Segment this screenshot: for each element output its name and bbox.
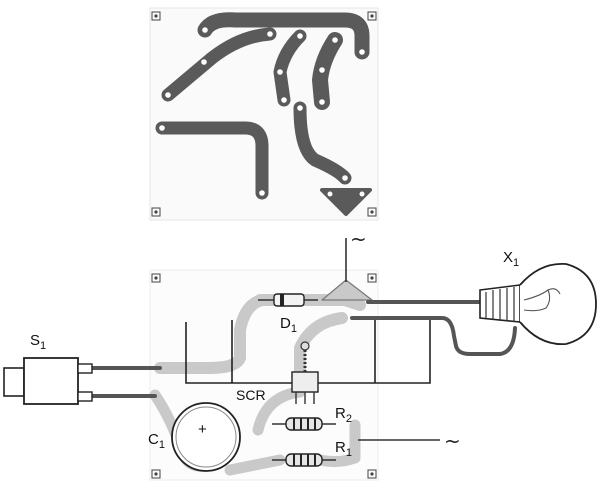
lamp-x1 bbox=[479, 262, 597, 345]
drill-hole bbox=[277, 69, 283, 75]
label-r2: R2 bbox=[335, 405, 352, 425]
ghost-trace bbox=[252, 386, 306, 436]
drill-hole bbox=[342, 175, 348, 181]
mounting-hole bbox=[367, 469, 377, 479]
drill-hole bbox=[359, 49, 365, 55]
mounting-hole bbox=[151, 207, 161, 217]
mounting-hole bbox=[151, 273, 161, 283]
capacitor-c1 bbox=[171, 402, 241, 472]
drill-hole bbox=[297, 33, 303, 39]
mounting-hole bbox=[151, 11, 161, 21]
diode-d1 bbox=[258, 293, 318, 307]
label-c1: C1 bbox=[148, 431, 165, 451]
svg-text:S1: S1 bbox=[30, 332, 46, 352]
mounting-hole bbox=[367, 273, 377, 283]
drill-hole bbox=[319, 67, 325, 73]
ac-input-pad bbox=[321, 279, 373, 301]
drill-hole bbox=[202, 27, 208, 33]
lamp-wire-bottom bbox=[350, 316, 517, 356]
scr-device bbox=[291, 341, 319, 404]
pcb-board-bottom bbox=[88, 238, 517, 481]
ghost-trace bbox=[224, 454, 286, 476]
drill-hole bbox=[297, 105, 303, 111]
resistor-r2 bbox=[272, 417, 336, 431]
label-s1: S1 bbox=[30, 332, 46, 352]
copper-trace bbox=[155, 121, 269, 200]
drill-hole bbox=[201, 59, 207, 65]
drill-hole bbox=[327, 191, 333, 197]
drill-hole bbox=[159, 125, 165, 131]
ac-input-symbol: ~ bbox=[350, 227, 367, 251]
label-scr: SCR bbox=[236, 387, 266, 403]
resistor-r1 bbox=[272, 453, 336, 467]
copper-trace bbox=[197, 12, 370, 60]
mounting-hole bbox=[367, 11, 377, 21]
drill-hole bbox=[165, 92, 171, 98]
ghost-trace bbox=[294, 312, 348, 378]
drill-hole bbox=[259, 190, 265, 196]
svg-text:D1: D1 bbox=[280, 315, 297, 335]
drill-hole bbox=[267, 31, 273, 37]
drill-hole bbox=[332, 37, 338, 43]
copper-trace bbox=[161, 27, 277, 102]
svg-text:R1: R1 bbox=[335, 439, 352, 459]
drill-hole bbox=[319, 99, 325, 105]
label-r1: R1 bbox=[335, 439, 352, 459]
copper-trace bbox=[293, 101, 352, 185]
svg-text:X1: X1 bbox=[503, 249, 519, 269]
svg-text:R2: R2 bbox=[335, 405, 352, 425]
svg-text:C1: C1 bbox=[148, 431, 165, 451]
mounting-hole bbox=[367, 207, 377, 217]
capacitor-polarity-mark: + bbox=[198, 421, 207, 438]
pcb-board-top bbox=[149, 7, 379, 221]
ghost-trace bbox=[154, 294, 268, 374]
drill-hole bbox=[359, 191, 365, 197]
ghost-trace bbox=[314, 419, 361, 468]
copper-pad-triangle bbox=[320, 188, 372, 216]
switch-s1 bbox=[3, 357, 93, 405]
label-x1: X1 bbox=[503, 249, 519, 269]
ac-output-symbol: ~ bbox=[444, 429, 461, 453]
drill-hole bbox=[281, 97, 287, 103]
copper-trace bbox=[312, 32, 343, 110]
label-d1: D1 bbox=[280, 315, 297, 335]
mounting-hole bbox=[151, 469, 161, 479]
